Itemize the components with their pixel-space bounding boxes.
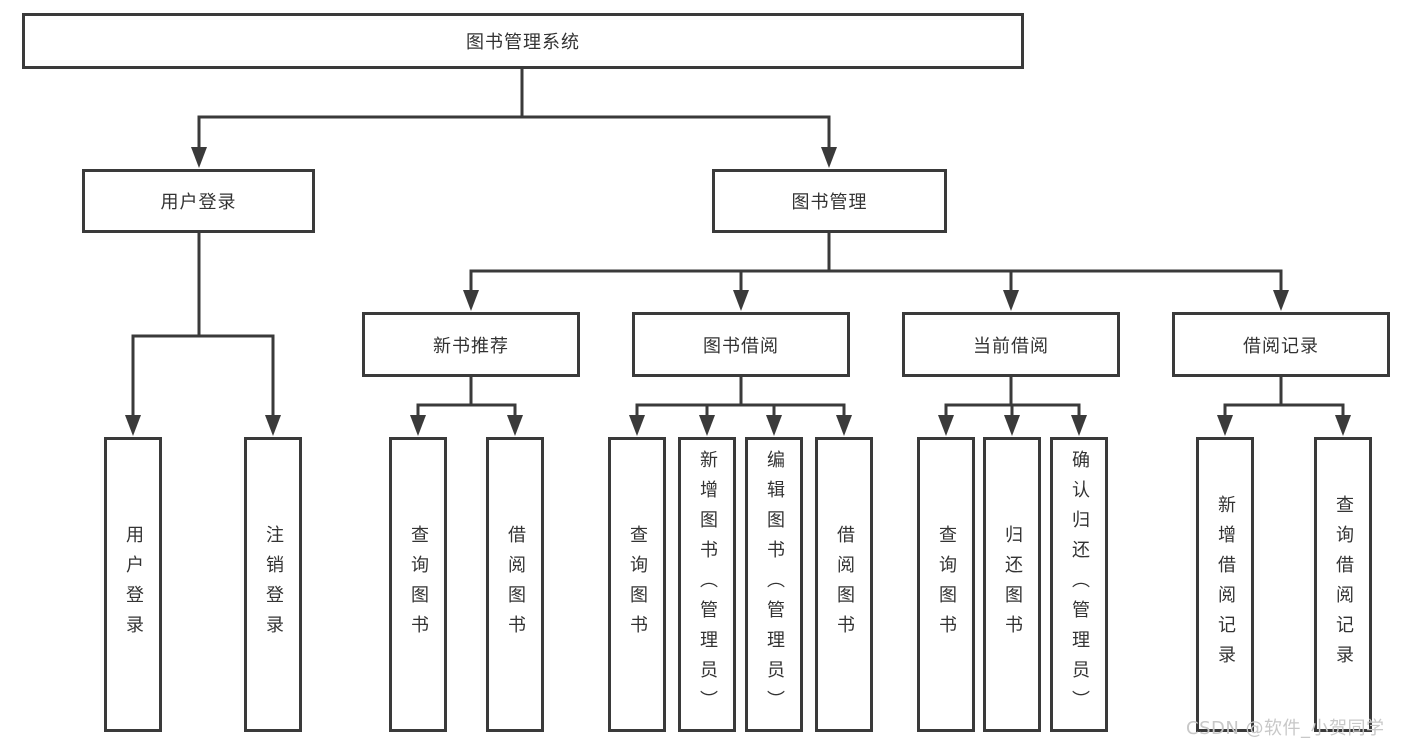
leaf-borrow-edit-book-admin: 编辑图书（管理员） bbox=[745, 437, 803, 732]
node-new-book-recommend: 新书推荐 bbox=[362, 312, 580, 377]
leaf-record-query-record: 查询借阅记录 bbox=[1314, 437, 1372, 732]
node-borrow-record: 借阅记录 bbox=[1172, 312, 1390, 377]
leaf-borrow-borrow-book: 借阅图书 bbox=[815, 437, 873, 732]
leaf-recommend-borrow-book: 借阅图书 bbox=[486, 437, 544, 732]
leaf-borrow-query-book: 查询图书 bbox=[608, 437, 666, 732]
leaf-user-login: 用户登录 bbox=[104, 437, 162, 732]
leaf-borrow-add-book-admin: 新增图书（管理员） bbox=[678, 437, 736, 732]
arrowheads bbox=[125, 147, 1351, 436]
node-current-borrow: 当前借阅 bbox=[902, 312, 1120, 377]
leaf-current-confirm-return-admin: 确认归还（管理员） bbox=[1050, 437, 1108, 732]
node-system-root: 图书管理系统 bbox=[22, 13, 1024, 69]
node-book-management: 图书管理 bbox=[712, 169, 947, 233]
node-user-login: 用户登录 bbox=[82, 169, 315, 233]
node-book-borrow: 图书借阅 bbox=[632, 312, 850, 377]
leaf-current-query-book: 查询图书 bbox=[917, 437, 975, 732]
leaf-logout: 注销登录 bbox=[244, 437, 302, 732]
leaf-recommend-query-book: 查询图书 bbox=[389, 437, 447, 732]
leaf-current-return-book: 归还图书 bbox=[983, 437, 1041, 732]
leaf-record-add-record: 新增借阅记录 bbox=[1196, 437, 1254, 732]
watermark: CSDN @软件_小贺同学 bbox=[1186, 718, 1385, 739]
